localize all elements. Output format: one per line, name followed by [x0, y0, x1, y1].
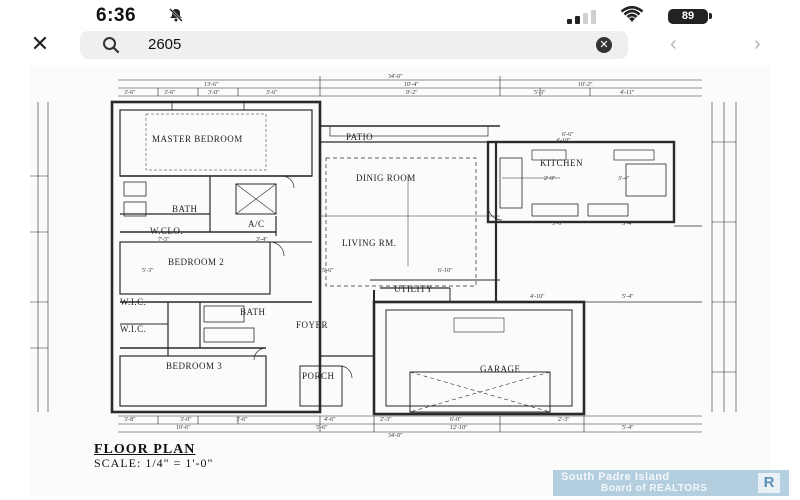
realtor-r-icon: R	[758, 473, 780, 493]
room-utility: UTILITY	[394, 284, 433, 294]
battery-icon: 89	[668, 9, 708, 24]
dim-mid-l: 2'-0"	[544, 176, 556, 182]
dim-mid-a: 4'-10"	[556, 138, 571, 144]
chevron-right-icon[interactable]: ›	[754, 33, 761, 55]
room-bath-1: BATH	[172, 204, 198, 214]
room-bath-2: BATH	[240, 307, 266, 317]
chevron-left-icon[interactable]: ‹	[670, 33, 677, 55]
room-wclo: W.CLO.	[150, 226, 184, 236]
room-porch: PORCH	[302, 371, 335, 381]
floor-plan-image: MASTER BEDROOM PATIO DINIG ROOM KITCHEN …	[30, 66, 789, 496]
dim-mid-h: 5'-4"	[622, 294, 634, 300]
dim-top-mid: 10'-4"	[404, 82, 419, 88]
dim-top-c: 3'-0"	[208, 90, 220, 96]
dim-mid-f: 6'-10"	[438, 268, 453, 274]
dim-top-d: 3'-6"	[266, 90, 278, 96]
floor-plan-drawing	[30, 76, 737, 433]
dim-bot-b: 3'-0"	[180, 417, 192, 423]
dim-mid-j: 5'-4"	[622, 221, 634, 227]
wifi-icon	[620, 5, 644, 29]
dim-mid-m: 3'-4"	[618, 176, 630, 182]
watermark-line2: Board of REALTORS	[601, 483, 708, 494]
status-bar: 6:36 89	[0, 0, 800, 30]
clear-icon[interactable]: ✕	[596, 37, 612, 53]
search-query: 2605	[148, 36, 182, 53]
status-time: 6:36	[96, 5, 137, 26]
dim-mid-c: 7'-5"	[158, 237, 170, 243]
dim-mid-i: 6'-6"	[562, 132, 574, 138]
dim-bot-f: 6'-0"	[450, 417, 462, 423]
dim-mid-k: 3'-0"	[552, 221, 564, 227]
room-bedroom-3: BEDROOM 3	[166, 361, 223, 371]
dim-bot-h: 10'-6"	[176, 425, 191, 431]
dim-mid-g: 4'-10"	[530, 294, 545, 300]
room-foyer: FOYER	[296, 320, 329, 330]
room-master-bedroom: MASTER BEDROOM	[152, 134, 243, 144]
search-icon	[103, 37, 120, 54]
room-wic-2: W.I.C.	[120, 324, 147, 334]
battery-cap	[709, 13, 712, 19]
dim-top-b: 3'-6"	[164, 90, 176, 96]
dim-top-f: 5'-3"	[534, 90, 546, 96]
dim-bot-e: 2'-3"	[380, 417, 392, 423]
dim-bot-c: 3'-6"	[236, 417, 248, 423]
watermark-line1: South Padre Island	[561, 471, 670, 483]
search-input[interactable]: 2605 ✕	[80, 31, 628, 59]
plan-title: FLOOR PLAN	[94, 442, 196, 457]
dim-mid-d: 5'-3"	[142, 268, 154, 274]
dim-bot-d: 4'-6"	[324, 417, 336, 423]
dim-mid-b: 3'-4"	[256, 237, 268, 243]
room-dining: DINIG ROOM	[356, 173, 416, 183]
dim-bot-j: 12'-10"	[450, 425, 468, 431]
dim-bot-g: 2'-3"	[558, 417, 570, 423]
room-bedroom-2: BEDROOM 2	[168, 257, 225, 267]
dim-top-total: 34'-0"	[388, 74, 403, 80]
dim-top-e: 9'-2"	[406, 90, 418, 96]
room-living: LIVING RM.	[342, 238, 397, 248]
cellular-signal-icon	[567, 8, 607, 24]
dim-bot-a: 3'-8"	[124, 417, 136, 423]
dim-bot-k: 5'-4"	[622, 425, 634, 431]
dim-top-left: 13'-6"	[204, 82, 219, 88]
dim-bot-i: 5'-6"	[316, 425, 328, 431]
dim-top-right: 10'-2"	[578, 82, 593, 88]
bell-slash-icon	[168, 8, 184, 26]
dim-mid-e: 5'-6"	[322, 268, 334, 274]
room-wic-1: W.I.C.	[120, 297, 147, 307]
search-bar: ✕ 2605 ✕ ‹ ›	[0, 30, 800, 62]
room-kitchen: KITCHEN	[540, 158, 583, 168]
dim-top-g: 4'-11"	[620, 90, 635, 96]
room-patio: PATIO	[346, 132, 374, 142]
close-icon[interactable]: ✕	[30, 31, 50, 56]
plan-scale: SCALE: 1/4" = 1'-0"	[94, 456, 214, 470]
dim-top-a: 3'-6"	[124, 90, 136, 96]
room-ac: A/C	[248, 219, 265, 229]
room-garage: GARAGE	[480, 364, 521, 374]
dim-bot-total: 34'-0"	[388, 433, 403, 439]
realtors-watermark: South Padre Island Board of REALTORS R	[553, 470, 789, 496]
